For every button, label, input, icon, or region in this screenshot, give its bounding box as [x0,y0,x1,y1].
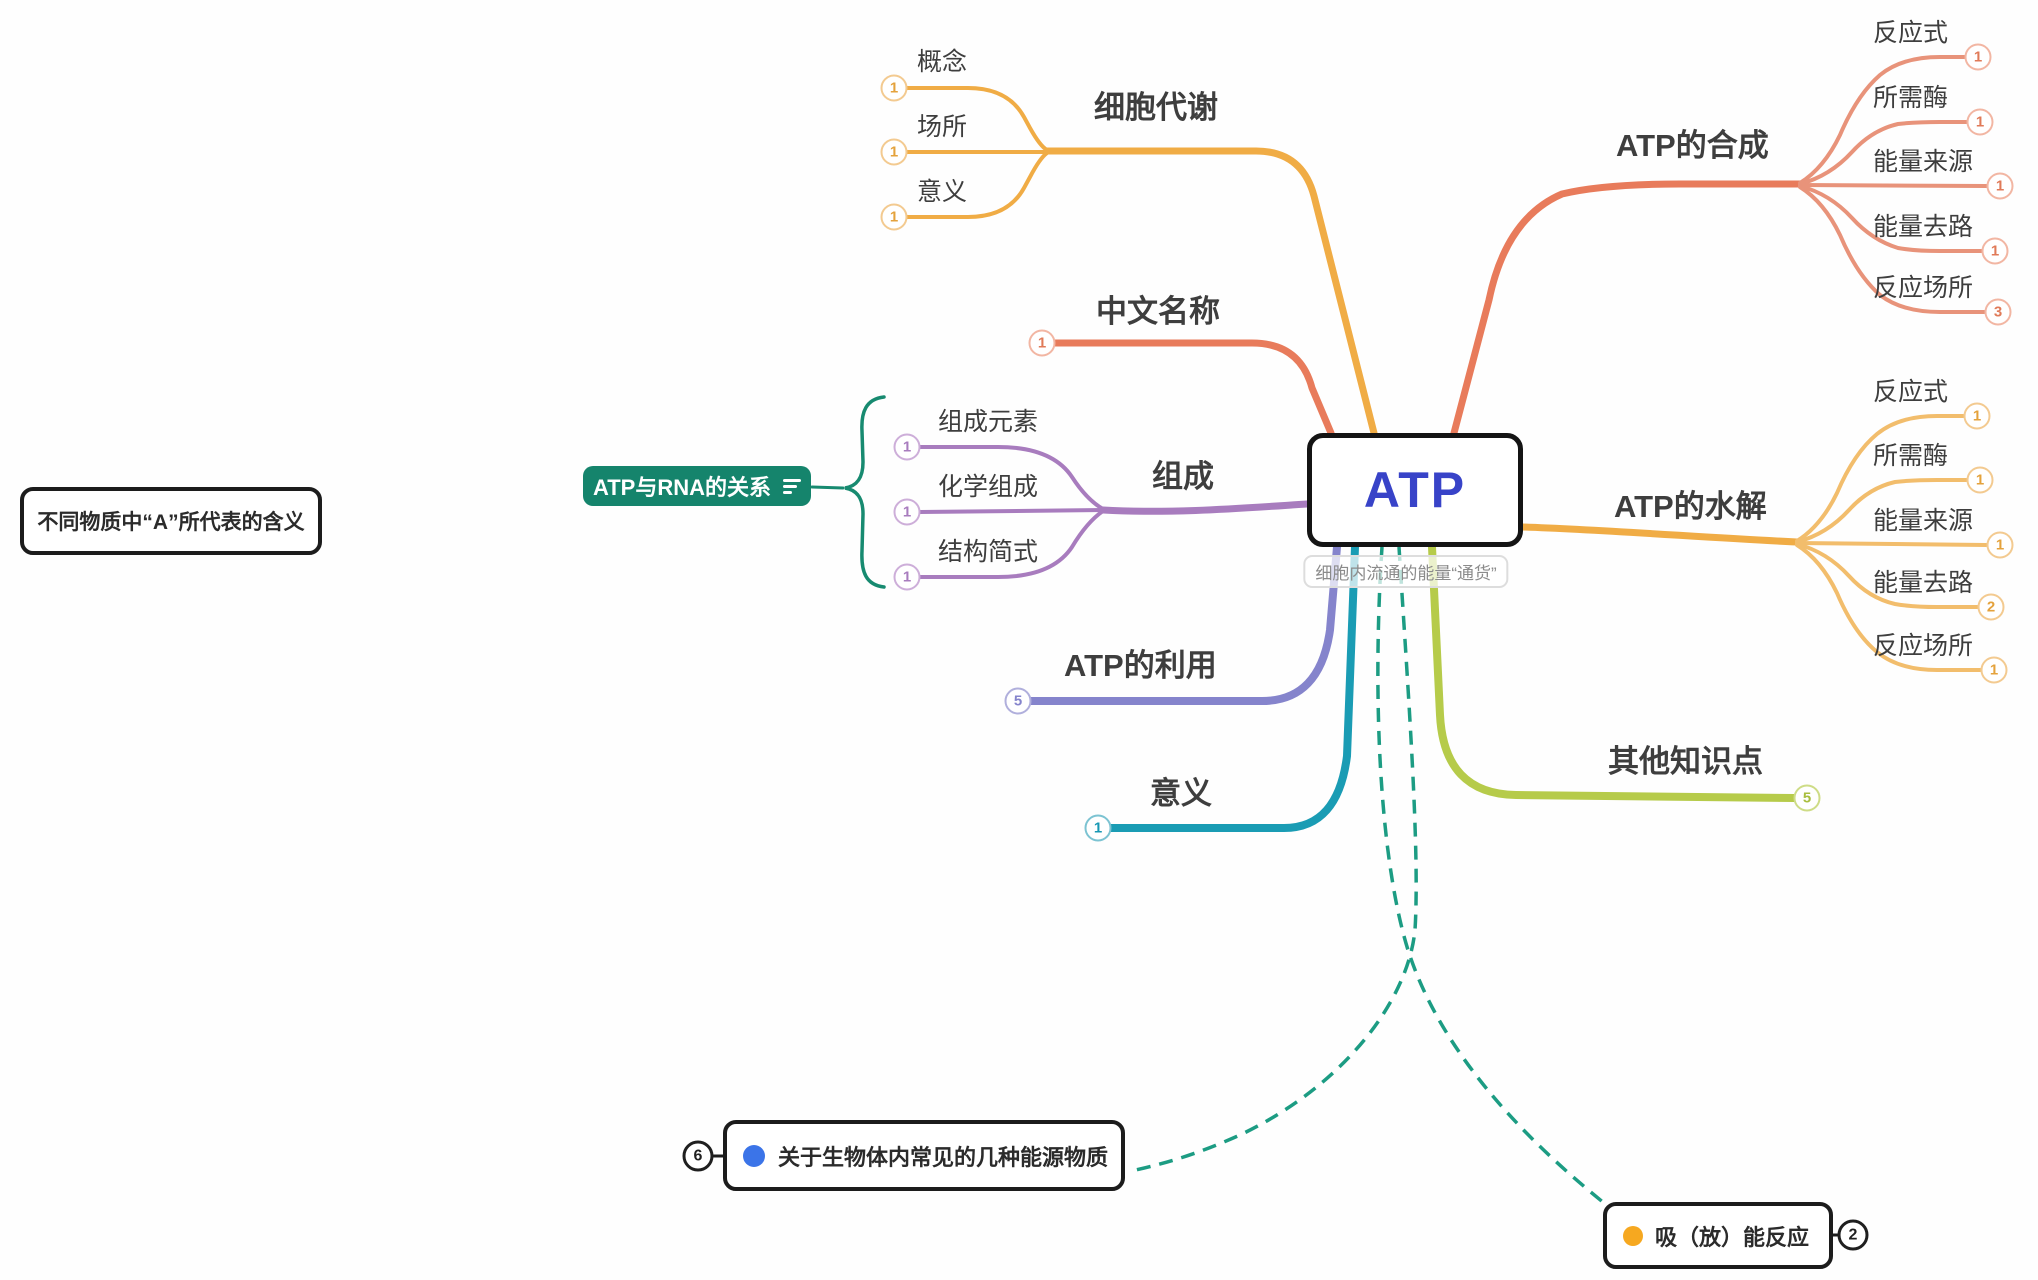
root-topic-atp[interactable]: ATP [1307,433,1523,547]
count-badge[interactable]: 1 [1986,172,2014,200]
child-line-syn-reaction-site [1798,185,1986,314]
child-syn-reaction-formula[interactable]: 反应式 [1873,19,1949,47]
count-badge[interactable]: 1 [1966,108,1994,136]
count-badge[interactable]: 2 [1977,593,2005,621]
branch-other-points[interactable]: 其他知识点 [1608,744,1763,779]
count-badge[interactable]: 5 [1004,687,1032,715]
branch-line-other-points [1428,543,1798,802]
relation-topic-label: ATP与RNA的关系 [592,475,772,500]
child-structural-formula[interactable]: 结构简式 [938,538,1039,566]
summary-topic-a-meaning[interactable]: 不同物质中“A”所代表的含义 [20,487,322,555]
floating-topic-label: 关于生物体内常见的几种能源物质 [778,1144,1109,1170]
child-line-significance [905,151,1049,219]
relation-line-to-reaction [1376,546,1606,1205]
child-line-concept [905,86,1049,152]
relation-topic-atp-rna[interactable]: ATP与RNA的关系 [583,466,811,506]
child-line-elements [918,445,1105,511]
count-badge[interactable]: 1 [893,433,921,461]
floating-topic-endo-exo-reaction[interactable]: 吸（放）能反应 [1603,1202,1833,1269]
count-badge[interactable]: 1 [880,203,908,231]
branch-line-cell-metabolism [1043,147,1378,437]
count-badge[interactable]: 5 [1793,784,1821,812]
summary-topic-label: 不同物质中“A”所代表的含义 [37,511,305,534]
child-chemical-composition[interactable]: 化学组成 [938,473,1039,501]
count-badge[interactable]: 1 [1981,237,2009,265]
child-syn-enzyme[interactable]: 所需酶 [1873,84,1949,112]
child-elements[interactable]: 组成元素 [938,408,1039,436]
child-line-hyd-reaction-formula [1795,414,1965,543]
child-hyd-energy-source[interactable]: 能量来源 [1873,507,1974,535]
count-badge[interactable]: 1 [893,563,921,591]
count-badge[interactable]: 1 [1966,466,1994,494]
relation-box-connector [810,485,845,490]
child-hyd-reaction-formula[interactable]: 反应式 [1873,378,1949,406]
count-badge[interactable]: 1 [893,498,921,526]
child-line-syn-enzyme [1798,120,1968,186]
count-badge[interactable]: 1 [1963,402,1991,430]
count-badge[interactable]: 2 [1837,1219,1869,1251]
root-topic-label: ATP [1363,462,1467,518]
count-badge[interactable]: 1 [880,138,908,166]
child-line-hyd-reaction-site [1795,543,1982,672]
floating-topic-label: 吸（放）能反应 [1655,1224,1810,1250]
count-badge[interactable]: 6 [682,1140,714,1172]
count-badge[interactable]: 3 [1984,298,2012,326]
count-badge[interactable]: 1 [880,74,908,102]
child-syn-energy-source[interactable]: 能量来源 [1873,148,1974,176]
child-line-hyd-energy-destination [1795,542,1979,609]
child-line-hyd-enzyme [1795,478,1968,544]
branch-line-atp-usage [1027,543,1341,705]
marker-dot-orange [1623,1225,1643,1246]
notes-icon[interactable] [783,478,802,494]
child-line-syn-energy-source [1798,183,1988,188]
child-line-syn-energy-destination [1798,184,1983,253]
branch-line-chinese-name [1051,339,1335,437]
count-badge[interactable]: 1 [1028,329,1056,357]
child-syn-reaction-site[interactable]: 反应场所 [1873,274,1974,302]
branch-cell-metabolism[interactable]: 细胞代谢 [1094,90,1218,125]
count-badge[interactable]: 1 [1964,43,1992,71]
child-line-structural-formula [918,509,1105,579]
count-badge[interactable]: 1 [1986,531,2014,559]
child-syn-energy-destination[interactable]: 能量去路 [1873,213,1974,241]
child-hyd-reaction-site[interactable]: 反应场所 [1873,632,1974,660]
branch-meaning[interactable]: 意义 [1150,776,1212,811]
branch-line-meaning [1107,543,1359,832]
branch-atp-synthesis[interactable]: ATP的合成 [1616,128,1769,163]
branch-composition[interactable]: 组成 [1152,459,1214,494]
relation-line-to-energy-sources [1130,546,1418,1173]
count-badge[interactable]: 1 [1084,814,1112,842]
root-note[interactable]: 细胞内流通的能量“通货” [1303,555,1509,588]
branch-line-atp-hydrolysis [1519,523,1801,546]
branch-line-atp-synthesis [1450,180,1804,437]
child-line-chemical-composition [918,508,1105,514]
branch-line-composition [1099,500,1311,515]
branch-chinese-name[interactable]: 中文名称 [1096,294,1220,329]
branch-atp-hydrolysis[interactable]: ATP的水解 [1614,489,1767,524]
branch-atp-usage[interactable]: ATP的利用 [1064,648,1217,683]
child-location[interactable]: 场所 [917,113,968,141]
marker-dot-blue [743,1144,765,1167]
floating-topic-energy-sources[interactable]: 关于生物体内常见的几种能源物质 [723,1120,1125,1191]
count-badge[interactable]: 1 [1980,656,2008,684]
child-concept[interactable]: 概念 [917,48,968,76]
child-line-syn-reaction-formula [1798,55,1966,185]
child-hyd-enzyme[interactable]: 所需酶 [1873,442,1949,470]
child-hyd-energy-destination[interactable]: 能量去路 [1873,569,1974,597]
child-significance[interactable]: 意义 [917,178,968,206]
child-line-hyd-energy-source [1795,541,1988,547]
group-brace [844,395,886,589]
